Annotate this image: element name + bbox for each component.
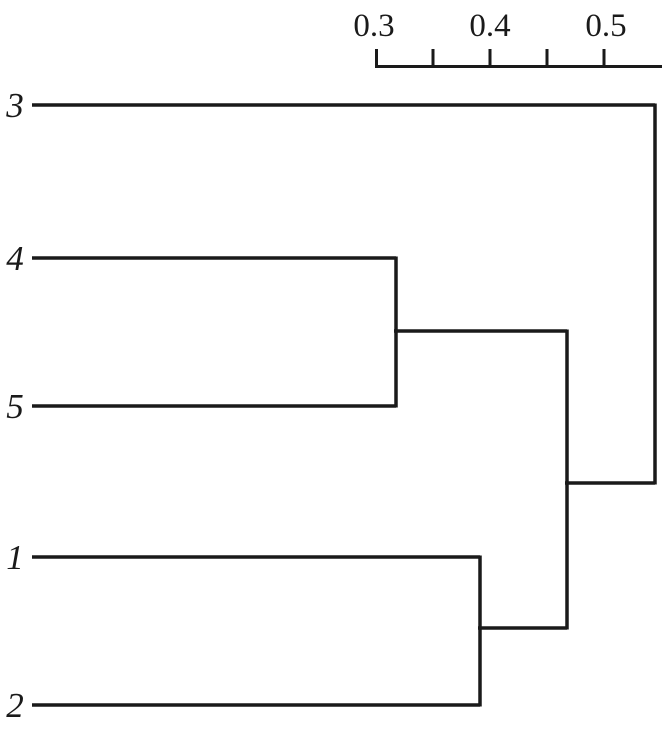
axis-tick-label-0.5: 0.5 bbox=[585, 8, 626, 44]
dendrogram-tree bbox=[32, 103, 657, 707]
leaf-label-2: 2 bbox=[6, 686, 24, 725]
axis-tick-label-0.3: 0.3 bbox=[353, 8, 394, 44]
leaf-label-1: 1 bbox=[6, 538, 24, 577]
leaf-label-4: 4 bbox=[6, 239, 24, 278]
leaf-label-5: 5 bbox=[6, 387, 24, 426]
axis-top: 0.3 0.4 0.5 bbox=[353, 8, 662, 68]
axis-tick-label-0.4: 0.4 bbox=[469, 8, 510, 44]
leaf-label-group: 3 4 5 1 2 bbox=[5, 86, 24, 725]
leaf-label-3: 3 bbox=[5, 86, 24, 125]
